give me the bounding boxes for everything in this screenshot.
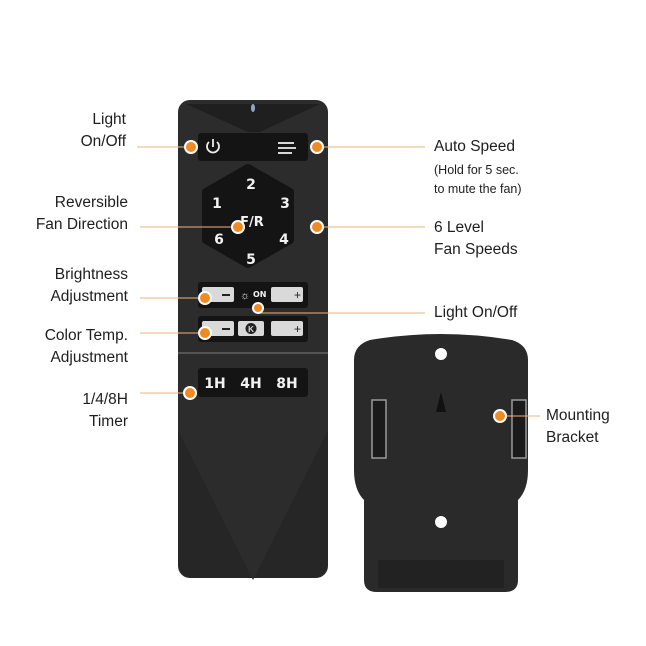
color-plus-button xyxy=(271,321,303,336)
label-timer: 1/4/8H Timer xyxy=(82,389,128,433)
callout-dot-light-on xyxy=(252,302,264,314)
speed-key-2: 2 xyxy=(246,177,256,193)
label-line: 6 Level xyxy=(434,219,484,236)
timer-bar xyxy=(198,368,308,397)
callout-dot-light xyxy=(184,140,198,154)
label-line: 1/4/8H xyxy=(82,391,128,408)
speed-key-6: 6 xyxy=(214,232,224,248)
remote-control: 2 1 3 F/R 6 4 5 ☼ ON + K + 1H 4H 8H xyxy=(178,100,328,580)
label-light-on-off-right: Light On/Off xyxy=(434,302,517,324)
label-line: Brightness xyxy=(54,266,128,283)
label-line: Bracket xyxy=(546,429,599,446)
callout-dot-bracket xyxy=(493,409,507,423)
label-line: Fan Direction xyxy=(35,216,128,233)
label-line: Light On/Off xyxy=(434,304,518,321)
timer-8h: 8H xyxy=(276,376,297,392)
label-line: Reversible xyxy=(54,194,128,211)
top-button-bar xyxy=(198,133,308,161)
label-line: Light xyxy=(92,111,126,128)
wind-icon xyxy=(278,142,296,154)
callout-dot-fan-speeds xyxy=(310,220,324,234)
power-icon xyxy=(206,139,220,154)
callout-dot-color xyxy=(198,326,212,340)
label-line: Color Temp. xyxy=(44,327,128,344)
svg-text:+: + xyxy=(294,322,301,336)
label-line: Mounting xyxy=(546,407,610,424)
speed-key-5: 5 xyxy=(246,252,256,268)
plus-icon: + xyxy=(294,288,301,302)
brightness-plus-button xyxy=(271,287,303,302)
mounting-bracket xyxy=(354,334,528,592)
callout-dot-auto-speed xyxy=(310,140,324,154)
label-line: Auto Speed xyxy=(434,138,516,155)
timer-4h: 4H xyxy=(240,376,261,392)
label-auto-speed: Auto Speed (Hold for 5 sec. to mute the … xyxy=(434,136,522,199)
speed-key-4: 4 xyxy=(279,232,289,248)
fan-speed-hexagon xyxy=(202,164,294,268)
label-line: Adjustment xyxy=(50,288,128,305)
light-on-key: ON xyxy=(253,290,267,299)
callout-dot-reversible xyxy=(231,220,245,234)
label-line: Adjustment xyxy=(50,349,128,366)
callout-dot-brightness xyxy=(198,291,212,305)
speed-key-1: 1 xyxy=(212,196,222,212)
label-line: Fan Speeds xyxy=(434,241,518,258)
callout-dot-timer xyxy=(183,386,197,400)
timer-1h: 1H xyxy=(204,376,225,392)
label-line: On/Off xyxy=(80,133,126,150)
k-icon: K xyxy=(248,325,254,334)
fr-key: F/R xyxy=(240,215,264,230)
sun-icon: ☼ xyxy=(240,290,250,302)
label-note: (Hold for 5 sec. xyxy=(434,163,519,177)
label-note: to mute the fan) xyxy=(434,182,522,196)
label-color-temp: Color Temp. Adjustment xyxy=(45,325,128,369)
speed-key-3: 3 xyxy=(280,196,290,212)
label-line: Timer xyxy=(88,413,128,430)
